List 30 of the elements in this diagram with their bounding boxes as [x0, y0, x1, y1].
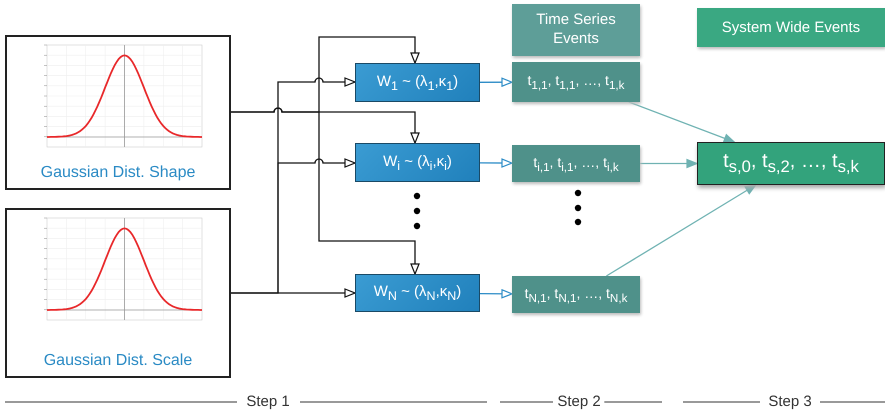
connector-arrow — [231, 108, 420, 275]
process-box — [355, 63, 480, 102]
event-box — [512, 145, 640, 182]
node-text: t$_{s,0}$, t$_{s,2}$, …, t$_{s,k}$ — [723, 150, 859, 177]
connector-arrow — [606, 184, 756, 277]
connector-arrow — [640, 158, 698, 168]
connector-arrow — [480, 289, 513, 298]
connector-arrow — [480, 78, 513, 87]
node-text: Time Series Events — [535, 11, 617, 49]
connector-arrow — [480, 158, 513, 168]
node-text: t$_{i,1}$, t$_{i,1}$, …, t$_{i,k}$ — [533, 154, 619, 174]
column-header — [512, 4, 640, 56]
event-box — [512, 62, 640, 102]
process-box — [355, 274, 480, 312]
node-text: System Wide Events — [722, 19, 860, 36]
column-header — [697, 8, 885, 47]
connector-arrow — [628, 101, 735, 143]
node-text: W$_{i}$ ~ (λ$_{i}$,κ$_{i}$) — [383, 152, 452, 172]
chart-caption: Gaussian Dist. Scale — [44, 352, 192, 370]
result-box — [697, 142, 885, 185]
chart-panel — [5, 208, 231, 378]
node-text: t$_{1,1}$, t$_{1,1}$, …, t$_{1,k}$ — [527, 72, 624, 92]
node-text: W$_{N}$ ~ (λ$_{N}$,κ$_{N}$) — [374, 283, 462, 303]
chart-panel — [5, 35, 231, 190]
process-box — [355, 143, 480, 182]
connector-arrow — [231, 288, 356, 298]
chart-caption: Gaussian Dist. Shape — [40, 164, 196, 182]
node-text: t$_{N,1}$, t$_{N,1}$, …, t$_{N,k}$ — [524, 284, 628, 304]
event-box — [512, 276, 640, 313]
node-text: W$_{1}$ ~ (λ$_{1}$,κ$_{1}$) — [376, 72, 458, 92]
